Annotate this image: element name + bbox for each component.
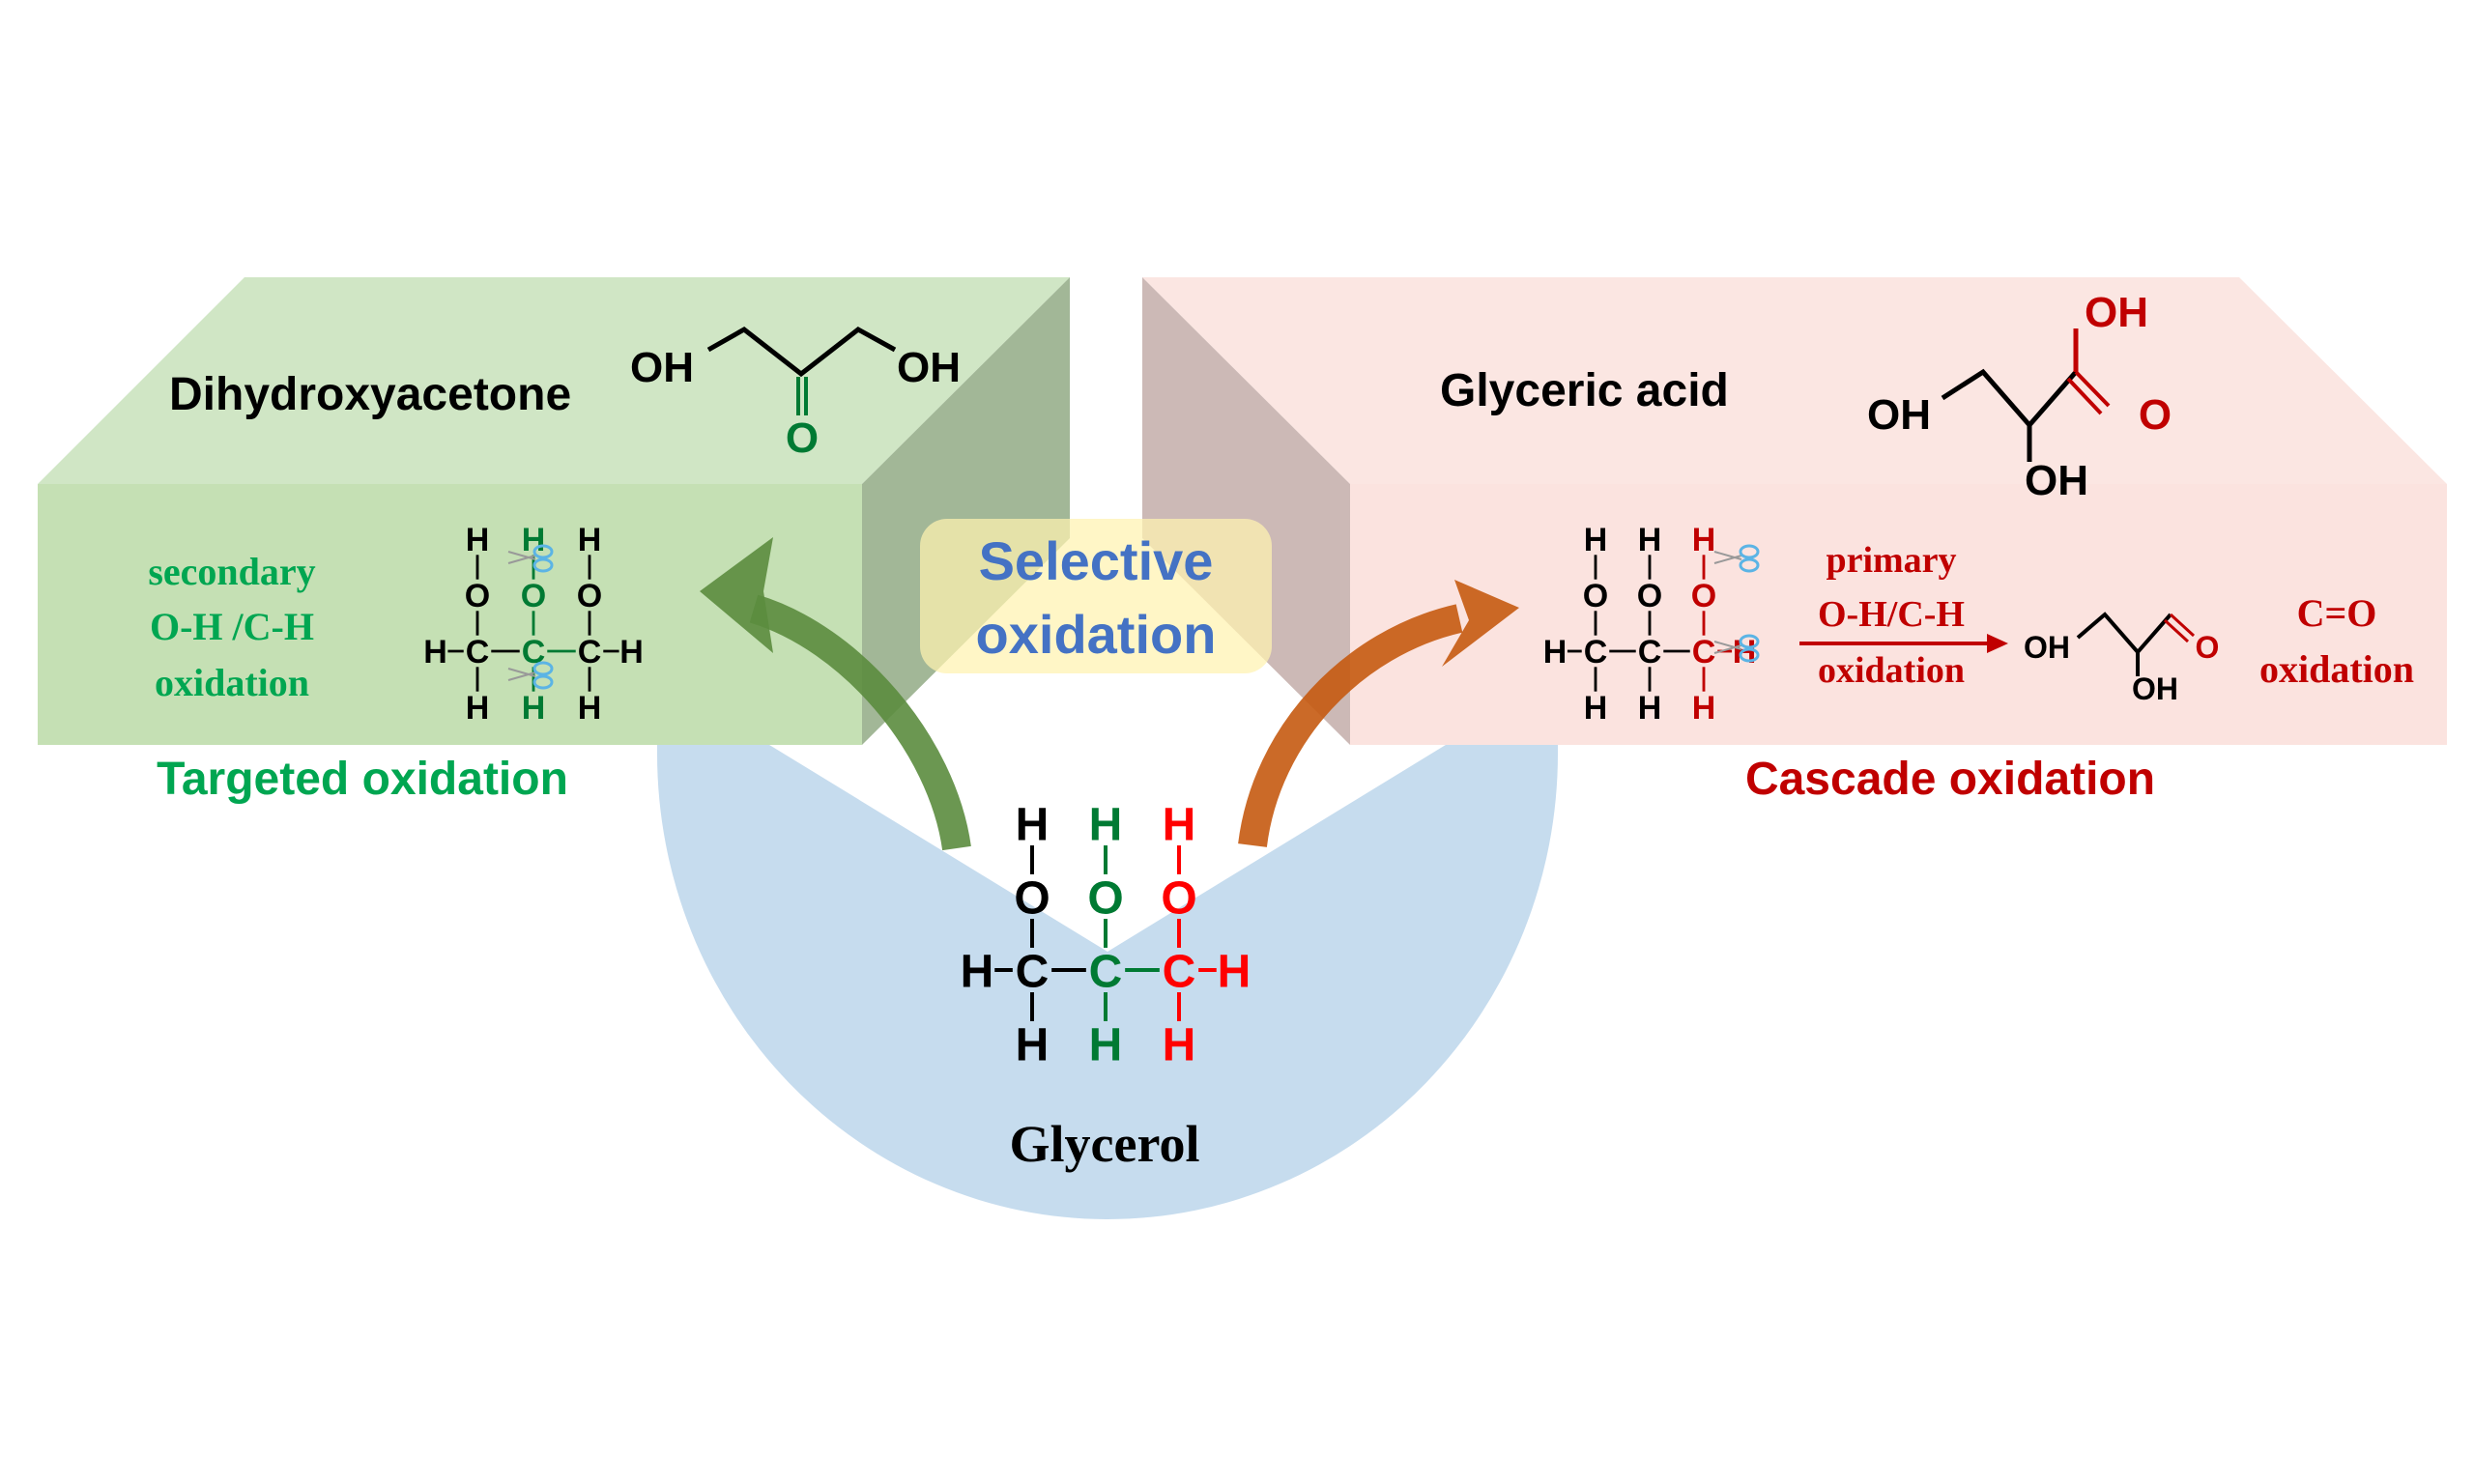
dha-oh-left: OH: [630, 344, 694, 391]
atom-h: H: [1692, 522, 1716, 558]
glyceric-acid-structure: OH OH O OH: [1867, 289, 2172, 504]
cascade-oxidation-caption: Cascade oxidation: [1745, 754, 2155, 805]
red-box-side: [1142, 277, 1350, 745]
atom-o: O: [1583, 578, 1608, 614]
atom-c: C: [1089, 946, 1123, 997]
glyceraldehyde-structure: OH O OH: [2024, 612, 2220, 706]
gald-o: O: [2196, 630, 2220, 665]
primary-line1: primary: [1826, 540, 1956, 581]
primary-arrow-head: [1987, 634, 2008, 653]
atom-h: H: [522, 690, 546, 727]
secondary-line2: O-H /C-H: [150, 605, 314, 648]
dihydroxyacetone-structure: OH O OH: [630, 327, 961, 462]
atom-o: O: [1014, 872, 1050, 924]
red-box: [1142, 277, 2447, 745]
ga-oh-left: OH: [1867, 391, 1931, 439]
atom-c: C: [1016, 946, 1050, 997]
green-box-side: [862, 277, 1070, 745]
targeted-oxidation-caption: Targeted oxidation: [157, 754, 568, 805]
atom-h: H: [1638, 522, 1662, 558]
atom-o: O: [1161, 872, 1196, 924]
green-box-top: [38, 277, 1070, 484]
primary-line3: oxidation: [1818, 650, 1965, 691]
selective-label-line2: oxidation: [976, 604, 1217, 665]
green-box-front: [38, 484, 862, 745]
atom-c: C: [578, 634, 602, 671]
scissors-icon: [1713, 634, 1760, 663]
atom-h: H: [1218, 946, 1251, 997]
atom-o: O: [1691, 578, 1716, 614]
ga-oh-top: OH: [2085, 289, 2148, 336]
atom-c: C: [1584, 634, 1608, 671]
selective-label-line1: Selective: [979, 530, 1214, 591]
ga-carbonyl-o: O: [2139, 391, 2172, 439]
orange-arrow-head: [1442, 580, 1519, 667]
atom-h: H: [466, 690, 490, 727]
glycerol-background: [657, 676, 1558, 1219]
scissors-icon: [507, 661, 554, 690]
atom-h: H: [961, 946, 994, 997]
red-box-top: [1142, 277, 2447, 484]
atom-h: H: [1163, 1019, 1196, 1070]
green-box: [38, 277, 1070, 745]
ga-oh-bottom: OH: [2025, 457, 2088, 504]
gald-oh-bottom: OH: [2132, 671, 2178, 706]
red-box-front: [1350, 484, 2447, 745]
dha-carbonyl-o: O: [786, 414, 819, 462]
secondary-line1: secondary: [148, 550, 315, 593]
atom-h: H: [1016, 799, 1050, 850]
dihydroxyacetone-label: Dihydroxyacetone: [169, 369, 571, 420]
atom-c: C: [1692, 634, 1716, 671]
atom-h: H: [1584, 690, 1608, 727]
selective-oxidation-box: [920, 519, 1272, 673]
green-arrow-head: [700, 537, 773, 653]
atom-h: H: [466, 522, 490, 558]
atom-c: C: [1163, 946, 1196, 997]
glyceric-acid-label: Glyceric acid: [1440, 365, 1729, 416]
atom-c: C: [522, 634, 546, 671]
glycerol-label: Glycerol: [1010, 1115, 1200, 1173]
atom-o: O: [465, 578, 490, 614]
atom-h: H: [578, 522, 602, 558]
atom-c: C: [1638, 634, 1662, 671]
orange-arrow: [1238, 604, 1463, 847]
secondary-line3: oxidation: [155, 661, 309, 704]
atom-c: C: [466, 634, 490, 671]
atom-h: H: [1016, 1019, 1050, 1070]
atom-h: H: [423, 634, 447, 671]
atom-h: H: [619, 634, 644, 671]
scissors-icon: [507, 544, 554, 573]
atom-h: H: [1733, 634, 1757, 671]
atom-o: O: [577, 578, 602, 614]
co-oxidation-line1: C=O: [2297, 591, 2377, 635]
atom-h: H: [1089, 1019, 1123, 1070]
atom-o: O: [1637, 578, 1662, 614]
co-oxidation-line2: oxidation: [2259, 647, 2414, 691]
atom-h: H: [1584, 522, 1608, 558]
atom-h: H: [1543, 634, 1568, 671]
atom-h: H: [1692, 690, 1716, 727]
atom-h: H: [1638, 690, 1662, 727]
atom-h: H: [1163, 799, 1196, 850]
atom-h: H: [1089, 799, 1123, 850]
atom-o: O: [1087, 872, 1123, 924]
atom-h: H: [578, 690, 602, 727]
gald-oh-left: OH: [2024, 630, 2070, 665]
green-arrow: [749, 594, 971, 851]
scissors-icon: [1713, 544, 1760, 573]
atom-o: O: [521, 578, 546, 614]
dha-oh-right: OH: [897, 344, 961, 391]
primary-line2: O-H/C-H: [1818, 594, 1965, 635]
